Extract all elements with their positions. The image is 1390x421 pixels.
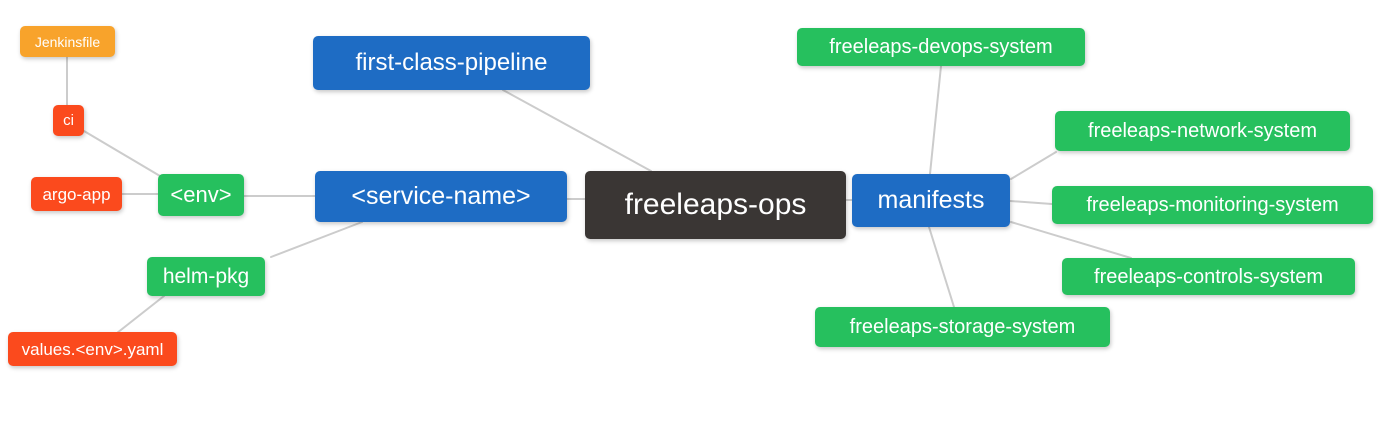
edge-first-class-pipeline-freeleaps-ops (502, 89, 652, 172)
node-freeleaps-monitoring-system[interactable]: freeleaps-monitoring-system (1052, 186, 1373, 224)
node-freeleaps-devops-system[interactable]: freeleaps-devops-system (797, 28, 1085, 66)
node-service-name[interactable]: <service-name> (315, 171, 567, 222)
node-env[interactable]: <env> (158, 174, 244, 216)
node-manifests[interactable]: manifests (852, 174, 1010, 227)
edge-manifests-freeleaps-network-system (1010, 151, 1057, 180)
edge-manifests-freeleaps-devops-system (929, 65, 942, 175)
node-helm-pkg[interactable]: helm-pkg (147, 257, 265, 296)
node-values-env-yaml[interactable]: values.<env>.yaml (8, 332, 177, 366)
node-argo-app[interactable]: argo-app (31, 177, 122, 211)
edge-service-name-helm-pkg (270, 221, 363, 258)
node-freeleaps-network-system[interactable]: freeleaps-network-system (1055, 111, 1350, 151)
node-jenkinsfile[interactable]: Jenkinsfile (20, 26, 115, 57)
node-freeleaps-ops[interactable]: freeleaps-ops (585, 171, 846, 239)
node-freeleaps-storage-system[interactable]: freeleaps-storage-system (815, 307, 1110, 347)
node-freeleaps-controls-system[interactable]: freeleaps-controls-system (1062, 258, 1355, 295)
edge-manifests-freeleaps-storage-system (928, 226, 955, 308)
node-ci[interactable]: ci (53, 105, 84, 136)
edge-manifests-freeleaps-monitoring-system (1009, 200, 1053, 205)
edge-ci-env (83, 130, 161, 177)
edge-helm-pkg-values-env-yaml (116, 295, 165, 334)
node-first-class-pipeline[interactable]: first-class-pipeline (313, 36, 590, 90)
edge-manifests-freeleaps-controls-system (1010, 221, 1132, 259)
